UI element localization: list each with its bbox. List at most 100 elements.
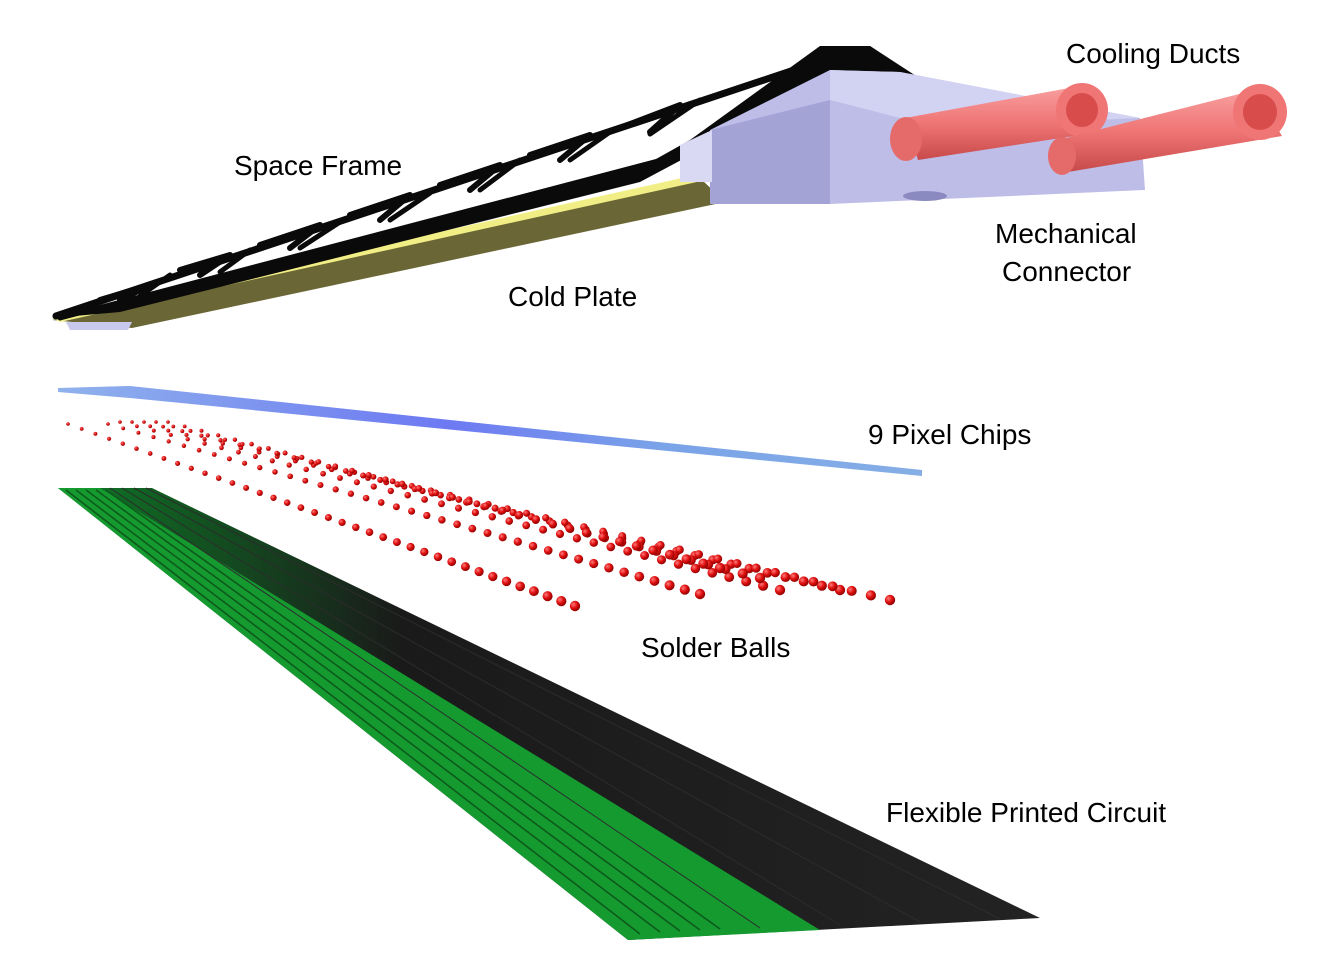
solder-ball [287,473,294,480]
cooling-ducts [890,83,1287,175]
solder-ball [220,441,226,446]
solder-ball [488,513,497,521]
solder-ball [142,420,146,424]
solder-ball [498,533,507,542]
solder-ball [656,555,667,565]
solder-ball [249,441,254,447]
solder-ball [542,591,553,602]
solder-ball [664,580,675,591]
solder-ball [808,576,819,587]
solder-ball [770,567,780,578]
solder-ball [229,480,236,486]
solder-ball [421,496,428,503]
solder-ball [513,537,522,546]
solder-ball [505,517,514,525]
solder-ball [256,489,263,496]
solder-ball [420,547,429,557]
solder-ball [286,462,292,468]
solder-ball [121,426,126,431]
solder-ball [387,487,394,495]
solder-ball [438,516,446,524]
solder-ball [454,504,463,512]
solder-ball [257,446,262,452]
solder-ball [565,523,574,533]
solder-ball [184,432,189,437]
solder-ball [751,563,761,573]
solder-ball [166,420,170,424]
solder-ball [148,424,153,429]
solder-ball [574,554,584,564]
solder-ball [707,567,718,578]
solder-ball [185,437,190,442]
solder-ball [311,509,319,516]
solder-ball [432,489,440,497]
solder-ball [332,486,339,493]
solder-ball [543,546,553,555]
cold-plate [52,178,725,328]
solder-ball [377,476,384,483]
solder-ball [483,529,492,537]
solder-ball [798,576,809,587]
solder-ball [216,433,221,438]
cold-plate-tip [66,322,132,330]
solder-ball [460,562,470,572]
solder-ball [215,475,222,481]
solder-ball [151,428,156,433]
solder-ball [648,545,658,556]
solder-ball [569,600,581,612]
solder-ball [515,581,526,592]
solder-ball [257,464,263,471]
solder-ball [392,503,400,511]
solder-ball [631,541,642,551]
solder-ball [606,542,616,552]
solder-ball [694,550,704,559]
solder-ball [884,594,896,606]
solder-ball [528,541,538,551]
solder-ball [572,534,582,543]
solder-ball [291,455,297,461]
solder-ball [619,567,629,577]
solder-ball [482,502,490,510]
solder-ball [161,455,167,461]
solder-ball [120,441,125,446]
solder-ball [398,480,406,488]
solder-ball [134,446,139,451]
solder-ball [558,550,568,560]
solder-ball [539,525,548,534]
solder-ball [474,567,484,577]
solder-ball [589,558,599,569]
solder-ball [438,500,445,508]
solder-ball [406,542,415,552]
solder-ball [455,496,463,503]
solder-ball [188,428,193,433]
solder-ball [349,467,355,474]
solder-ball [675,545,684,555]
solder-ball [780,572,791,583]
solder-ball [640,551,650,560]
solder-ball [274,450,280,456]
solder-ball [392,538,401,547]
solder-ball [365,472,372,479]
solder-ball [199,428,204,433]
solder-ball [581,528,591,537]
solder-ball [491,504,499,512]
solder-ball [681,554,692,565]
pixel-chips-label: 9 Pixel Chips [868,419,1032,450]
pixel-chips [58,386,922,476]
solder-ball [352,523,360,532]
solder-ball [846,585,857,596]
solder-ball [679,584,690,595]
solder-ball [433,552,443,562]
solder-ball [283,499,291,506]
solder-ball [523,509,531,517]
solder-ball [542,514,550,522]
solder-ball [136,430,141,435]
solder-ball [741,576,752,587]
solder-ball [205,433,210,438]
solder-ball [270,494,277,501]
solder-ball [303,466,309,473]
solder-ball [320,470,326,477]
solder-ball [724,572,735,583]
solder-ball [515,510,524,519]
solder-ball [664,549,675,560]
